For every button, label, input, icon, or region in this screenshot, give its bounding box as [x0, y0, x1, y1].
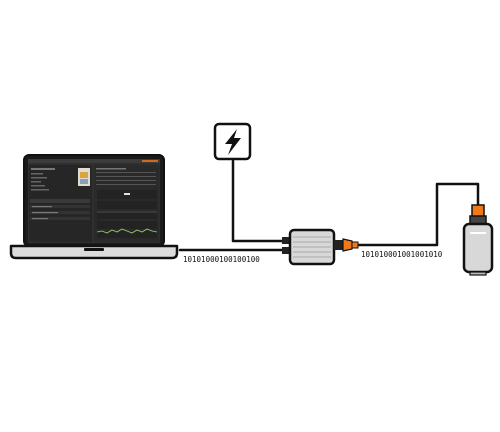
cables [178, 159, 480, 252]
interface-box [282, 228, 359, 266]
power-supply [213, 122, 252, 161]
laptop-base [9, 244, 179, 260]
sensor-body [462, 222, 494, 274]
sensor-probe [462, 204, 494, 276]
orange-connector [334, 240, 343, 250]
sensor-cable [356, 182, 480, 247]
laptop [9, 154, 179, 260]
lightning-bolt-icon [225, 129, 241, 155]
trackpad-notch [84, 248, 104, 251]
sensor-link-bits: 101010001001001010 [361, 250, 443, 259]
laptop-link-bits: 10101000100100100 [183, 255, 260, 264]
power-cable [231, 159, 291, 243]
